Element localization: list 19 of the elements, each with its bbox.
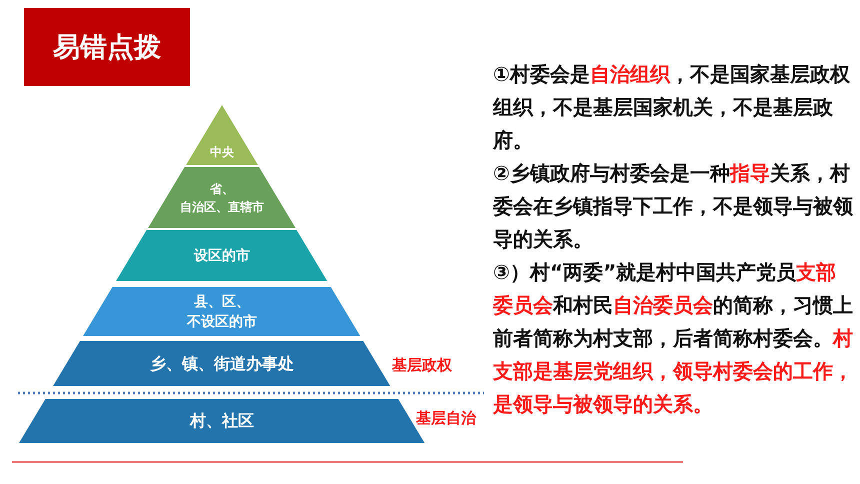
side-label: 基层自治 [416, 409, 476, 428]
pyramid-tier [116, 230, 328, 281]
note-paragraph: ②乡镇政府与村委会是一种指导关系，村委会在乡镇指导下工作，不是领导与被领导的关系。 [493, 160, 854, 253]
note-paragraph: ①村委会是自治组织，不是国家基层政权组织，不是基层国家机关，不是基层政府。 [493, 61, 851, 154]
title-banner: 易错点拨 [24, 8, 190, 86]
tier-label: 自治区、直辖市 [180, 198, 264, 216]
pyramid-tier [83, 287, 361, 336]
tier-label: 乡、镇、街道办事处 [150, 352, 294, 374]
pyramid-tier [53, 341, 391, 386]
tier-label: 村、社区 [190, 410, 254, 432]
pyramid-tier [186, 105, 258, 165]
note-paragraph: ③）村“两委”就是村中国共产党员支部委员会和村民自治委员会的简称，习惯上前者简称为村支部，后者简称村委会。村支部是基层党组织，领导村委会的工作，是领导与被领导的关系。 [493, 259, 854, 418]
tier-label: 省、 [210, 180, 234, 198]
side-label: 基层政权 [392, 356, 452, 375]
tier-label: 不设区的市 [186, 312, 257, 332]
tier-label: 设区的市 [194, 246, 250, 266]
tier-label: 中央 [210, 144, 234, 161]
pyramid-tier [148, 167, 296, 228]
tier-label: 县、区、 [194, 292, 250, 312]
